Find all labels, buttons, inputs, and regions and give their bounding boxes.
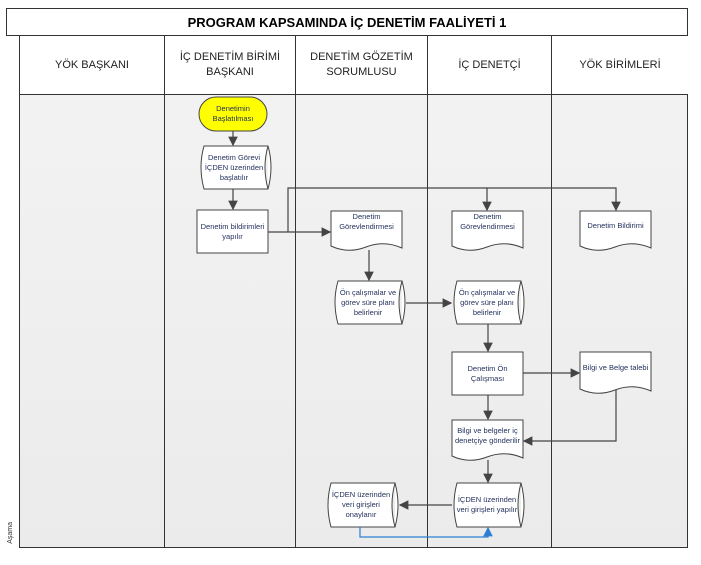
node-pre-study: Denetim Ön Çalışması xyxy=(467,363,508,383)
node-entry-aud: İÇDEN üzerinden veri girişleri yapılır xyxy=(456,495,518,514)
loop-arrow xyxy=(359,526,493,538)
stored-data-shape xyxy=(334,280,406,325)
stored-data-shape xyxy=(327,482,399,528)
diagram-frame xyxy=(6,8,688,548)
node-assign-doc-sup: Denetim Görevlendirmesi xyxy=(339,212,394,231)
node-info-sent: Bilgi ve belgeler iç denetçiye gönderili… xyxy=(454,426,521,445)
stored-data-shape xyxy=(453,280,525,325)
lane-denetim-gozetim-sorumlusu xyxy=(296,95,428,548)
node-notify: Denetim bildirimleri yapılır xyxy=(200,221,265,241)
document-shape xyxy=(451,419,524,461)
node-assign-doc-aud: Denetim Görevlendirmesi xyxy=(460,212,515,231)
node-prework-sup: Ön çalışmalar ve görev süre planı belirl… xyxy=(339,287,397,317)
node-info-request: Bilgi ve Belge talebi xyxy=(582,363,649,372)
lane-header: YÖK BİRİMLERİ xyxy=(552,36,688,95)
node-notice-doc: Denetim Bildirimi xyxy=(587,221,644,230)
diagram-title: PROGRAM KAPSAMINDA İÇ DENETİM FAALİYETİ … xyxy=(6,8,688,36)
lane-header: İÇ DENETÇİ xyxy=(428,36,552,95)
lane-header: DENETİM GÖZETİM SORUMLUSU xyxy=(296,36,428,95)
lane-header: YÖK BAŞKANI xyxy=(20,36,165,95)
node-start: Denetimin Başlatılması xyxy=(212,104,254,123)
document-shape xyxy=(579,351,652,394)
lane-ic-denetim-birimi-baskani xyxy=(165,95,296,548)
lane-header: İÇ DENETİM BİRİMİ BAŞKANI xyxy=(165,36,296,95)
document-shape xyxy=(451,210,524,251)
node-assign-start: Denetim Görevi İÇDEN üzerinden başlatılı… xyxy=(204,152,264,182)
process-shape xyxy=(451,351,524,396)
process-shape xyxy=(196,209,269,254)
stored-data-shape xyxy=(200,145,272,190)
lane-ic-denetci xyxy=(428,95,552,548)
document-shape xyxy=(330,210,403,251)
node-entry-approve: İÇDEN üzerinden veri girişleri onaylanır xyxy=(331,490,391,519)
node-prework-aud: Ön çalışmalar ve görev süre planı belirl… xyxy=(458,287,516,317)
lane-yok-baskani xyxy=(20,95,165,548)
phase-strip: Aşama xyxy=(6,36,20,548)
document-shape xyxy=(579,210,652,251)
stored-data-shape xyxy=(453,482,525,528)
